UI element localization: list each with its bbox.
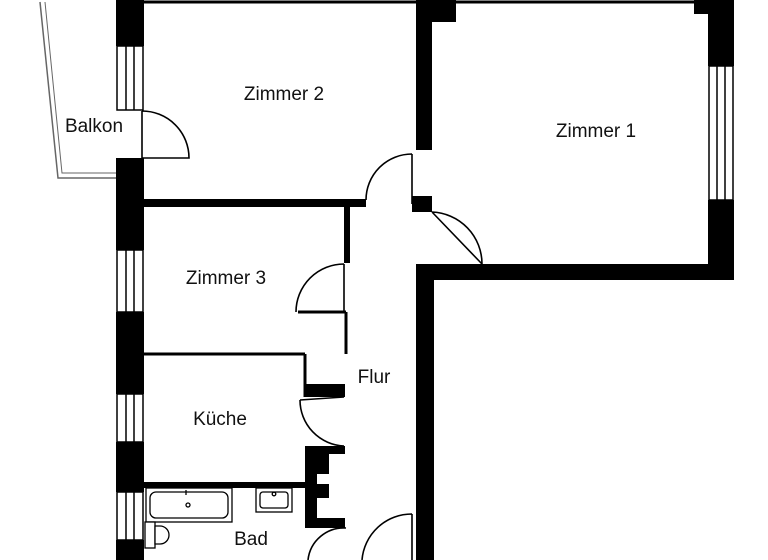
window-icon: [116, 393, 144, 443]
door-swing-icon: [299, 396, 345, 447]
room-label-flur: Flur: [358, 367, 391, 388]
doors: [141, 110, 483, 560]
room-label-kueche: Küche: [193, 409, 247, 430]
room-label-bad: Bad: [234, 529, 268, 550]
balkon-outline: [39, 1, 116, 179]
door-swing-icon: [141, 110, 190, 159]
room-label-balkon: Balkon: [65, 116, 123, 137]
bathtub-icon: [145, 487, 233, 523]
walls: [116, 0, 734, 560]
window-icon: [116, 491, 144, 541]
door-swing-icon: [295, 263, 345, 313]
room-label-zimmer-2: Zimmer 2: [244, 84, 324, 105]
door-swing-icon: [431, 211, 483, 265]
room-label-zimmer-3: Zimmer 3: [186, 268, 266, 289]
room-labels: Zimmer 2 Zimmer 1 Zimmer 3 Flur Küche Ba…: [65, 84, 636, 550]
windows: [116, 45, 734, 541]
sink-icon: [255, 487, 293, 513]
room-label-zimmer-1: Zimmer 1: [556, 121, 636, 142]
door-swing-icon: [361, 513, 413, 560]
door-swing-icon: [307, 527, 347, 560]
window-icon: [116, 249, 144, 313]
window-icon: [708, 65, 734, 201]
window-icon: [116, 45, 144, 111]
toilet-icon: [144, 521, 170, 549]
door-swing-icon: [365, 153, 413, 204]
bathroom-fixtures: [144, 487, 293, 549]
